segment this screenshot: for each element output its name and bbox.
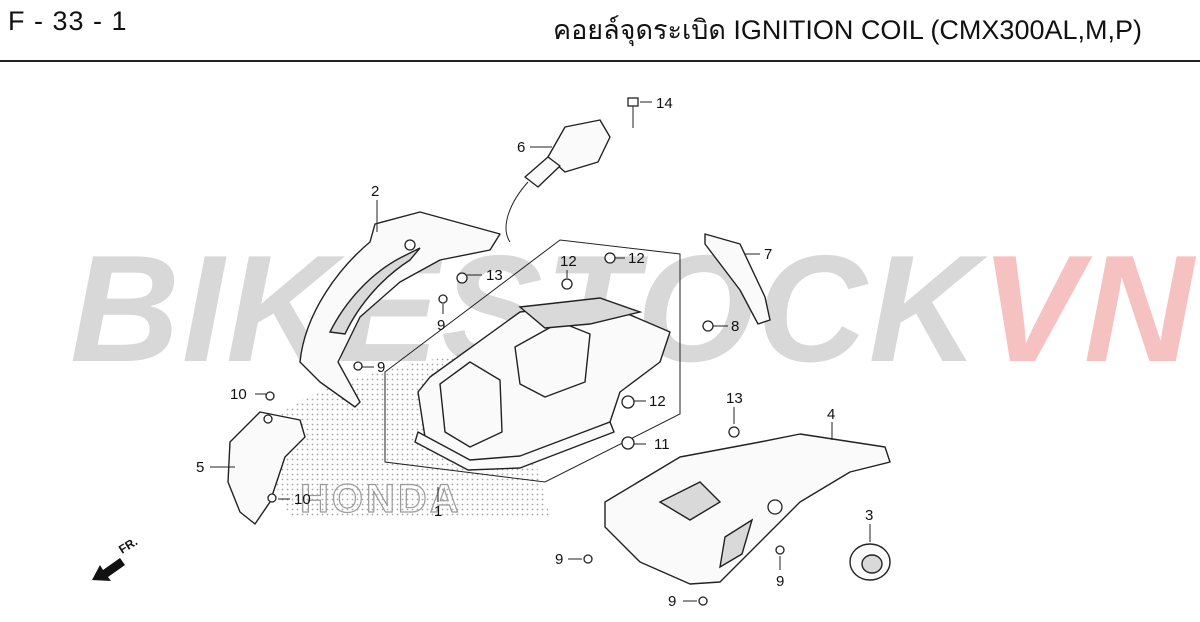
honda-logo-text: HONDA — [300, 477, 462, 521]
callout-6: 6 — [517, 139, 525, 156]
callout-2: 2 — [371, 183, 379, 200]
callout-14: 14 — [656, 95, 673, 112]
callout-9: 9 — [437, 317, 445, 334]
callout-9: 9 — [555, 551, 563, 568]
callout-13: 13 — [486, 267, 503, 284]
callout-8: 8 — [731, 318, 739, 335]
diagram-title: คอยล์จุดระเบิด IGNITION COIL (CMX300AL,M… — [553, 15, 1142, 45]
callout-7: 7 — [764, 246, 772, 263]
callout-11: 11 — [654, 436, 670, 453]
callout-12: 12 — [560, 253, 577, 270]
part-6-ignition-coil — [505, 119, 611, 243]
watermark-accent: VN — [980, 224, 1196, 394]
page-code: F - 33 - 1 — [8, 6, 128, 36]
arrow-left-down-icon — [92, 558, 125, 581]
callout-9: 9 — [668, 593, 676, 610]
header-divider — [0, 60, 1200, 62]
callout-1: 1 — [434, 503, 442, 520]
part-4-right-cover — [604, 433, 891, 585]
part-1-inner-tray — [384, 239, 681, 483]
callout-9: 9 — [377, 359, 385, 376]
callout-3: 3 — [865, 507, 873, 524]
callouts: 14 6 2 12 12 7 13 9 8 9 10 12 13 4 11 5 … — [196, 95, 873, 610]
callout-4: 4 — [827, 406, 835, 423]
part-2-left-cover — [299, 211, 501, 408]
callout-10: 10 — [294, 491, 311, 508]
callout-12: 12 — [649, 393, 666, 410]
part-3-grommet — [849, 543, 891, 581]
leader-lines — [210, 101, 871, 602]
direction-label: FR. — [116, 534, 140, 556]
direction-indicator: FR. — [92, 534, 140, 581]
fasteners — [265, 252, 785, 606]
part-5-bracket — [227, 411, 306, 525]
callout-9: 9 — [776, 573, 784, 590]
part-7-plug-cap — [704, 233, 771, 325]
parts-diagram: HONDA — [92, 95, 891, 610]
callout-5: 5 — [196, 459, 204, 476]
callout-12: 12 — [628, 250, 645, 267]
header: F - 33 - 1 คอยล์จุดระเบิด IGNITION COIL … — [0, 0, 1200, 62]
callout-10: 10 — [230, 386, 247, 403]
callout-13: 13 — [726, 390, 743, 407]
part-14-bolt — [627, 97, 639, 128]
